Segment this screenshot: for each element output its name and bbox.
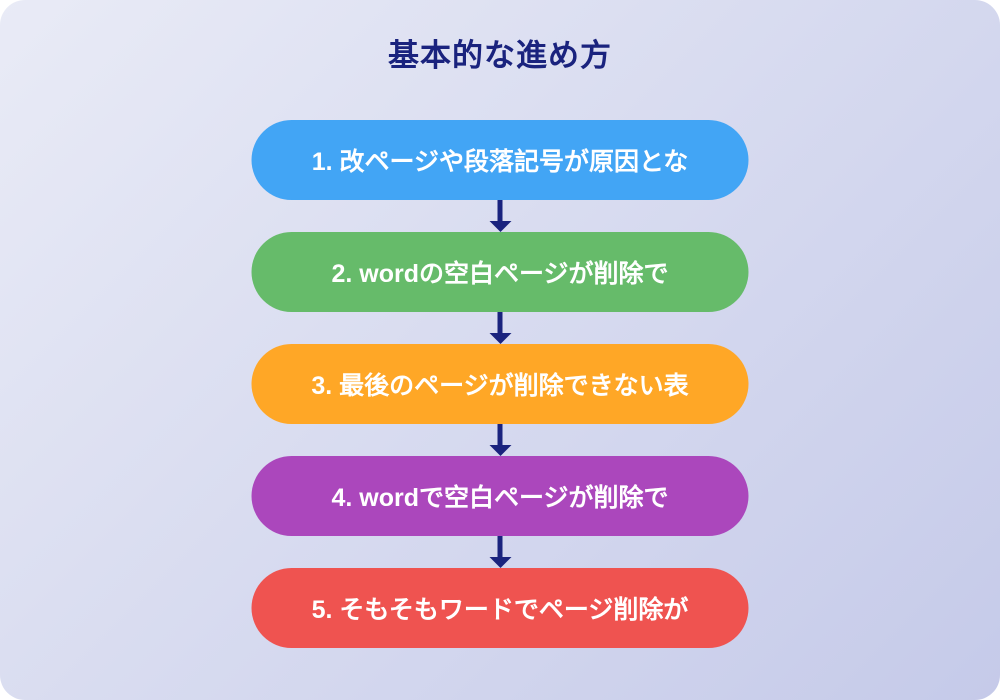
page-title: 基本的な進め方 [388, 38, 612, 73]
flow-step-label: 4. wordで空白ページが削除で [331, 484, 669, 512]
arrow-down-icon [489, 536, 511, 568]
flow-container: 1. 改ページや段落記号が原因とな 2. wordの空白ページが削除で 3. 最後の… [251, 120, 749, 648]
flow-step: 2. wordの空白ページが削除で [251, 232, 749, 312]
flow-step-label: 2. wordの空白ページが削除で [331, 260, 669, 288]
flow-step: 3. 最後のページが削除できない表 [251, 344, 749, 424]
flow-step: 5. そもそもワードでページ削除が [251, 568, 749, 648]
arrow-down-icon [489, 312, 511, 344]
flow-step-label: 5. そもそもワードでページ削除が [311, 596, 689, 624]
flow-step-label: 1. 改ページや段落記号が原因とな [311, 148, 689, 176]
arrow-down-icon [489, 424, 511, 456]
flow-step: 1. 改ページや段落記号が原因とな [251, 120, 749, 200]
arrow-down-icon [489, 200, 511, 232]
flow-step: 4. wordで空白ページが削除で [251, 456, 749, 536]
flow-step-label: 3. 最後のページが削除できない表 [311, 372, 689, 400]
